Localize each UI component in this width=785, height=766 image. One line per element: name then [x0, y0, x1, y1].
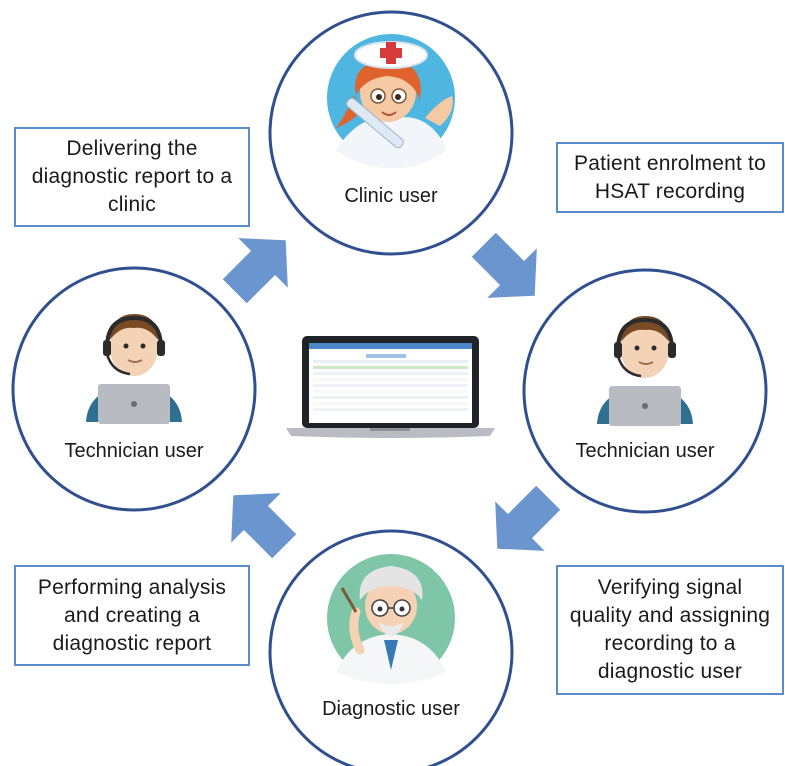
doctor-avatar-icon [327, 554, 455, 684]
arrow-to-tech-left [231, 493, 297, 559]
step-delivering-text: Delivering the diagnostic report to a cl… [31, 137, 233, 216]
step-enrolment-text: Patient enrolment to HSAT recording [574, 151, 766, 203]
step-analysis-text: Performing analysis and creating a diagn… [37, 575, 227, 655]
laptop-dashboard-icon [286, 336, 495, 438]
technician-right-label: Technician user [575, 440, 715, 462]
step-enrolment-box: Patient enrolment to HSAT recording [556, 142, 784, 213]
step-verifying-box: Verifying signal quality and assigning r… [556, 565, 784, 695]
step-delivering-box: Delivering the diagnostic report to a cl… [14, 127, 250, 227]
arrow-to-diagnostic [495, 485, 561, 551]
technician-left-label: Technician user [64, 440, 204, 462]
technician-avatar-icon [597, 316, 693, 426]
clinic-user-label: Clinic user [344, 185, 438, 207]
arrow-to-clinic [222, 238, 288, 304]
diagnostic-user-label: Diagnostic user [322, 698, 460, 720]
nurse-avatar-icon [327, 34, 455, 169]
step-analysis-box: Performing analysis and creating a diagn… [14, 565, 250, 666]
arrow-to-tech-right [471, 232, 537, 298]
technician-avatar-icon [86, 314, 182, 424]
step-verifying-text: Verifying signal quality and assigning r… [569, 576, 771, 683]
